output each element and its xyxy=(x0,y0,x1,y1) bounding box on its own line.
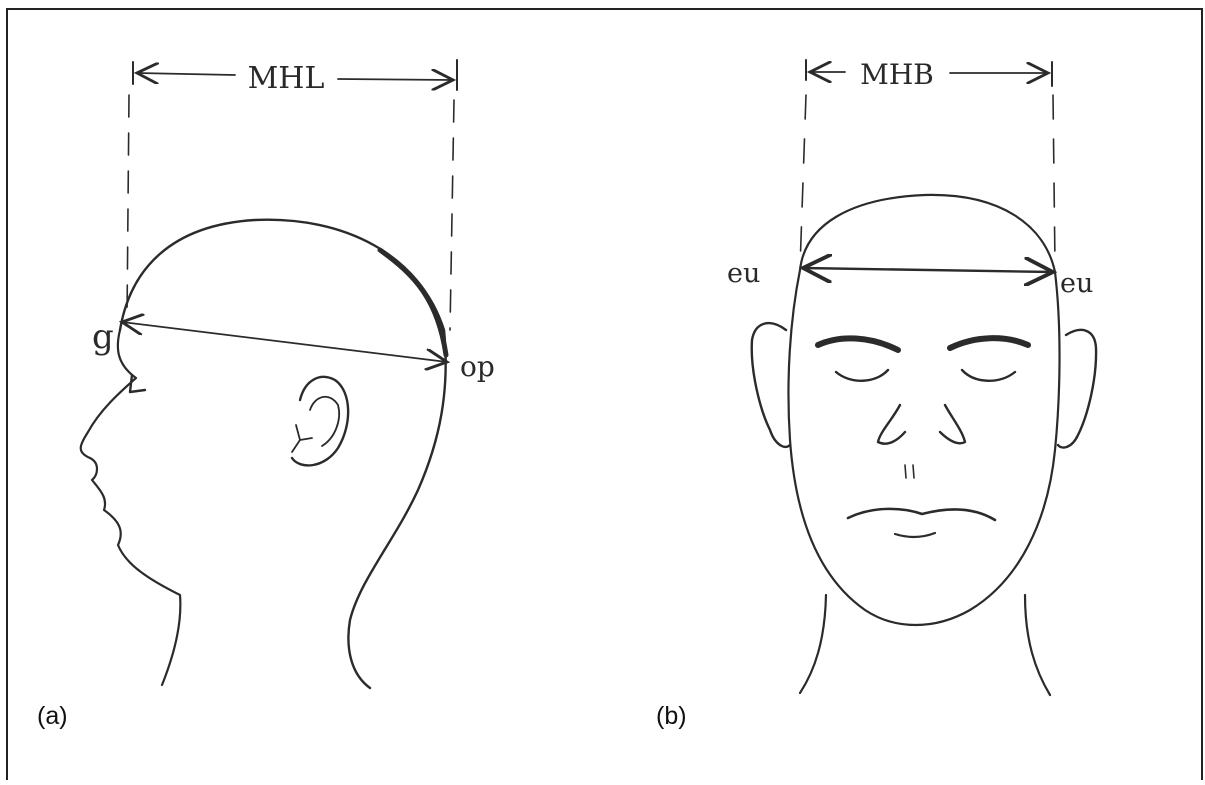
mhb-label: MHB xyxy=(860,58,934,91)
panel-b-front-view: MHB xyxy=(727,58,1096,695)
mouth xyxy=(848,509,995,520)
nose xyxy=(878,405,965,444)
mhb-dimension: MHB xyxy=(806,58,1052,91)
front-neck-left xyxy=(800,595,826,693)
mhb-left-guide xyxy=(800,95,806,268)
front-neck-right xyxy=(1025,595,1050,695)
landmark-eu-right: eu xyxy=(1060,268,1093,299)
landmark-op: op xyxy=(460,350,495,383)
side-crown-emphasis xyxy=(380,250,446,355)
mhl-dimension: MHL xyxy=(133,60,457,96)
front-face-outline xyxy=(788,195,1059,625)
left-eye xyxy=(836,370,888,381)
side-head-outline xyxy=(120,220,446,688)
lower-lip xyxy=(895,533,935,537)
panel-b-label: (b) xyxy=(656,702,687,731)
left-eyebrow xyxy=(818,338,898,350)
right-eye xyxy=(962,370,1015,381)
right-eyebrow xyxy=(950,338,1028,348)
panel-a-label: (a) xyxy=(37,702,68,731)
panel-a-side-view: MHL g op xyxy=(81,60,495,688)
front-right-ear xyxy=(1058,330,1096,448)
landmark-g: g xyxy=(92,317,114,357)
mhl-line-left xyxy=(137,73,235,75)
mhl-line-right xyxy=(338,79,453,80)
side-ear xyxy=(292,377,348,465)
front-left-ear xyxy=(752,323,790,447)
mhl-left-guide xyxy=(127,95,129,320)
landmark-eu-left: eu xyxy=(727,258,760,289)
mhb-right-guide xyxy=(1053,95,1055,265)
side-eye xyxy=(130,375,145,392)
g-op-line xyxy=(122,322,447,362)
mhl-right-guide xyxy=(450,100,454,330)
mhl-label: MHL xyxy=(248,61,325,96)
philtrum xyxy=(905,465,914,478)
eu-eu-line xyxy=(803,268,1053,272)
